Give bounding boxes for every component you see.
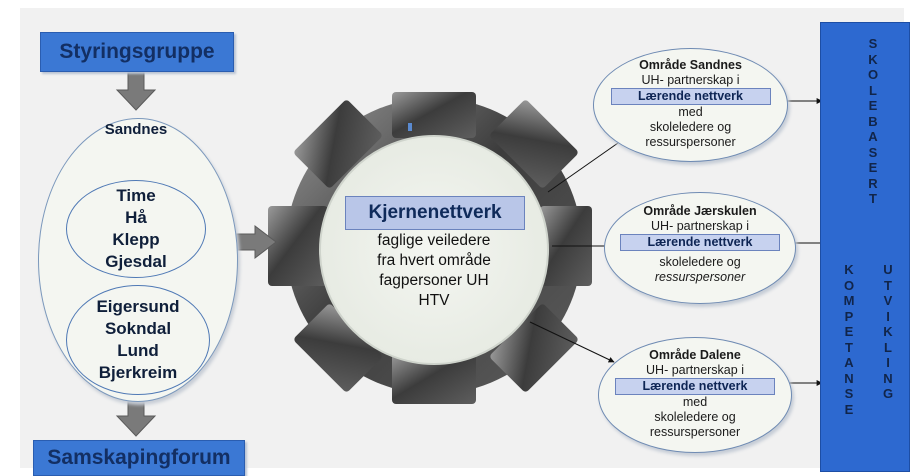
styringsgruppe-box: Styringsgruppe [40,32,234,72]
area-title: Område Dalene [649,348,741,362]
vertical-letter: E [844,401,854,417]
vertical-letter: L [884,339,892,355]
vertical-letter: S [868,36,878,51]
area-sandnes-ellipse: Område Sandnes UH- partnerskap i Lærende… [593,48,788,162]
vertical-letter: N [883,370,893,386]
municipality-name: Gjesdal [105,252,167,271]
vertical-letter: E [868,160,878,175]
vertical-letter: M [843,293,855,308]
municipality-name: Eigersund [96,297,180,316]
vertical-letter: I [886,355,890,370]
municipality-name: Lund [117,341,159,360]
laerende-nettverk-box: Lærende nettverk [615,378,775,395]
down-arrow-top [115,71,157,111]
vertical-letter: A [844,355,854,370]
area-line: skoleledere og [654,410,736,424]
vertical-letter: O [867,67,879,82]
vertical-letter: A [868,129,878,144]
area-line: UH- partnerskap i [651,219,749,233]
area-jaerskulen-ellipse: Område Jærskulen UH- partnerskap i Læren… [604,192,796,304]
municipality-name: Time [116,186,156,205]
vertical-letter: B [868,113,878,129]
municipality-name: Sokndal [104,319,172,338]
vertical-letter: S [868,144,878,160]
connector-dalene [529,321,615,363]
center-line: faglige veiledere [377,232,491,249]
area-title: Område Jærskulen [643,204,757,218]
area-line: med [678,105,703,119]
area-line: UH- partnerskap i [646,363,744,377]
vertical-letter: E [868,98,878,113]
vertical-letter: I [886,308,890,324]
vertical-letter: K [883,324,893,339]
vertical-letter: K [844,262,854,277]
vertical-letter: N [844,370,854,386]
laerende-nettverk-box: Lærende nettverk [620,234,780,251]
laerende-nettverk-box: Lærende nettverk [610,88,771,105]
municipality-name: Hå [125,208,147,227]
area-title: Område Sandnes [639,58,742,72]
vertical-letter: L [869,82,877,98]
down-arrow-bottom [115,396,157,437]
area-dalene-ellipse: Område Dalene UH- partnerskap i Lærende … [598,337,792,453]
vertical-letter: T [884,277,892,293]
vertical-letter: U [883,262,893,277]
sandnes-label: Sandnes [104,121,168,138]
vertical-letter: T [845,339,853,355]
municipality-name: Klepp [112,230,160,249]
municipality-group-b: Eigersund Sokndal Lund Bjerkreim [66,285,210,395]
area-line: ressurspersoner [649,425,741,439]
area-line: UH- partnerskap i [641,73,740,87]
vertical-letter: R [868,175,878,191]
center-line: HTV [418,292,450,309]
vertical-letter: P [844,308,854,324]
gear-icon [268,92,592,404]
kjernenettverk-title: Kjernenettverk [345,196,525,230]
vertical-letter: G [882,386,894,401]
connector-sandnes [547,135,629,193]
vertical-letter: O [843,277,855,293]
vertical-letter: K [868,51,878,67]
vertical-letter: E [844,324,854,339]
area-line: skoleledere og [659,255,741,269]
area-line: med [682,395,708,409]
area-line: skoleledere og [649,120,732,134]
municipality-group-a: Time Hå Klepp Gjesdal [66,180,206,278]
area-line: ressurspersoner [645,135,736,149]
center-description: faglige veiledere fra hvert område fagpe… [336,231,532,311]
area-line: ressurspersoner [654,270,746,284]
center-line: fra hvert område [377,252,491,269]
samskapingforum-box: Samskapingforum [33,440,245,476]
vertical-letter: T [869,191,877,206]
center-line: fagpersoner UH [379,272,489,289]
vertical-letter: S [844,386,854,401]
municipality-name: Bjerkreim [98,363,178,382]
vertical-letter: V [883,293,893,308]
skolebasert-kompetanseutvikling-bar [820,22,910,472]
